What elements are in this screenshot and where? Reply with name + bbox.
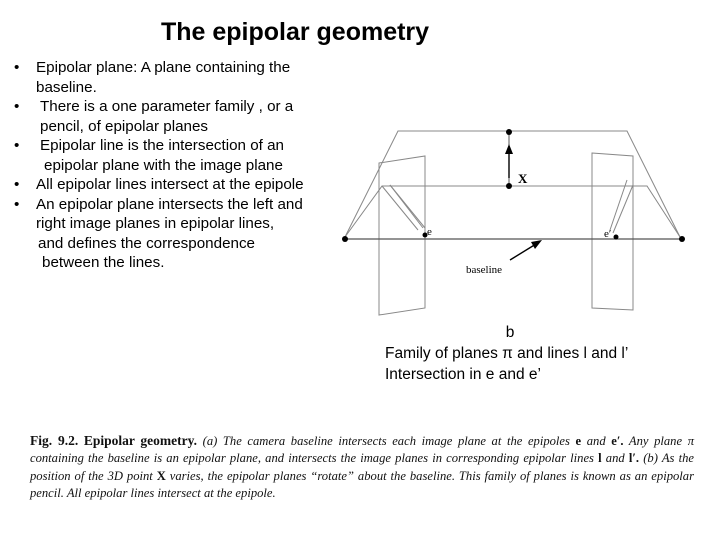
x-arrow-head [505,144,513,154]
caption-text: Any plane [628,434,683,448]
caption-symbol-l: l [598,451,602,466]
camera-center-right [679,236,685,242]
caption-text: and [605,451,625,466]
bullet-dot: • [14,195,20,213]
baseline-arrow [509,243,537,261]
caption-b-letter: b [505,324,515,341]
caption-text: (b) As the position of the 3D point [30,451,695,483]
bullet-text-cont: right image planes in epipolar lines, [36,215,275,232]
bullet-dot: • [14,176,20,193]
right-epipolar-line [609,179,628,231]
bullet-item: • All epipolar lines intersect at the ep… [12,175,362,195]
figure-heading: Epipolar geometry. [83,433,198,448]
slide-title: The epipolar geometry [160,18,430,46]
label-x: X [518,171,528,186]
bullet-list: • Epipolar plane: A plane containing the… [12,58,362,273]
baseline-arrow-head [531,240,542,249]
bullet-text-cont: pencil, of epipolar planes [40,117,209,135]
bullet-text-cont: between the lines. [42,254,165,271]
bullet-text: There is a one parameter family , or a [40,98,294,115]
caption-text: containing the baseline is an epipolar p… [30,451,594,466]
bullet-text-cont: and defines the correspondence [38,234,256,252]
label-e: e [427,226,432,238]
point-x-top [506,129,512,135]
left-ray [389,184,426,229]
caption-b: b Family of planes π and lines l and l’ … [385,322,705,385]
epipolar-plane-upper [344,130,681,238]
bullet-dot: • [14,137,20,154]
caption-text: and [586,434,606,448]
bullet-item: • Epipolar plane: A plane containing the… [12,58,362,97]
bullet-text: All epipolar lines intersect at the epip… [36,176,304,193]
figure-caption: Fig. 9.2. Epipolar geometry. (a) The cam… [30,432,694,503]
caption-symbol-pi: π [687,434,694,448]
left-epipolar-line [381,185,419,231]
bullet-item: • An epipolar plane intersects the left … [12,195,362,273]
figure-label: Fig. 9.2. [30,433,79,448]
label-baseline: baseline [466,264,502,276]
bullet-text-cont: epipolar plane with the image plane [44,156,283,174]
bullet-dot: • [14,59,20,76]
caption-text: (a) The camera baseline intersects each … [202,434,570,448]
bullet-dot: • [14,98,20,115]
caption-b-line2: Intersection in e and e’ [385,366,541,383]
left-image-plane [378,155,426,316]
epipole-left [422,232,428,238]
bullet-text: An epipolar plane intersects the left an… [36,195,303,213]
bullet-text: Epipolar plane: A plane containing the [36,59,291,76]
epipolar-plane-lower [344,185,681,238]
bullet-item: • There is a one parameter family , or a… [12,97,362,136]
camera-center-left [342,236,348,242]
caption-symbol-x: X [156,468,166,483]
right-image-plane [591,152,634,311]
epipole-right [613,234,619,240]
caption-symbol-e-prime: e′. [611,434,624,448]
caption-symbol-l-prime: l′. [628,451,640,466]
label-e-prime: e′ [604,228,611,240]
right-epipolar-line [612,184,634,234]
caption-symbol-e: e [575,434,582,448]
bullet-text: Epipolar line is the intersection of an [40,137,284,154]
bullet-text-cont: baseline. [36,78,97,96]
point-x-bottom [506,183,512,189]
caption-text: varies, the epipolar planes “rotate” abo… [30,468,694,501]
bullet-item: • Epipolar line is the intersection of a… [12,136,362,175]
caption-b-line1: Family of planes π and lines l and l’ [385,345,629,362]
epipolar-diagram: X e e′ baseline [342,129,685,316]
